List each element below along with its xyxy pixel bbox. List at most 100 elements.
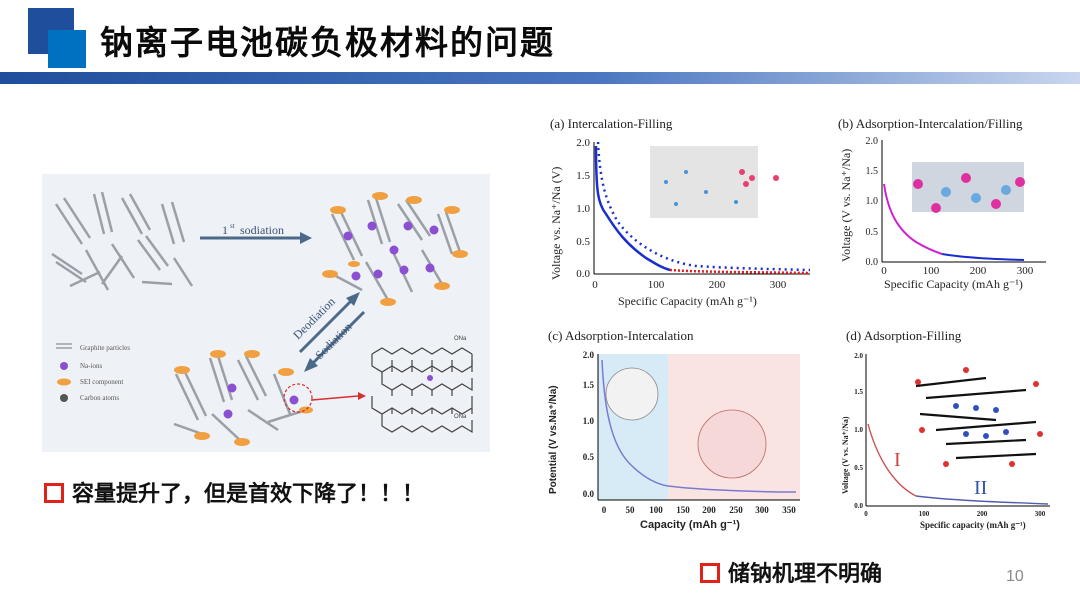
lattice-na-ion — [427, 375, 433, 381]
panel-b-series-magenta — [883, 183, 943, 255]
panel-c-structure-image-1 — [605, 367, 659, 421]
panel-b-ytick-4: 2.0 — [866, 136, 879, 147]
panel-d-series-region2 — [915, 495, 1049, 505]
panel-d-series-region1 — [867, 423, 917, 497]
ona-bottom-label: ONa — [454, 414, 467, 420]
panel-d-xlabel: Specific capacity (mAh g⁻¹) — [920, 520, 1026, 530]
bullet1-text: 容量提升了，但是首效下降了！！！ — [72, 482, 425, 507]
panel-b-ytick-0: 0.0 — [866, 257, 879, 268]
panel-a-series-solid-blue — [594, 145, 671, 272]
panel-d-xtick-2: 200 — [977, 510, 988, 518]
panel-c-ylabel: Potential (V vs.Na⁺/Na) — [548, 385, 559, 494]
panel-d-title: (d) Adsorption-Filling — [846, 328, 962, 343]
graphite-particles-cluster — [51, 191, 194, 291]
panel-a-xtick-1: 100 — [648, 279, 665, 291]
panel-b-xtick-2: 200 — [970, 265, 987, 277]
panel-d-xtick-3: 300 — [1035, 510, 1046, 518]
panel-d-red-dots — [915, 367, 1043, 467]
panel-a-xtick-2: 200 — [709, 279, 726, 291]
panel-a-series-red — [669, 268, 811, 275]
panel-c-xtick-7: 350 — [782, 505, 796, 515]
panel-c-xtick-3: 150 — [676, 505, 690, 515]
panel-d-ytick-3: 1.5 — [854, 388, 863, 396]
panel-c-xtick-2: 100 — [649, 505, 663, 515]
panel-d-ytick-0: 0.0 — [854, 502, 863, 510]
panel-d-xtick-0: 0 — [864, 510, 868, 518]
legend-label-sei: SEI component — [80, 378, 123, 386]
panel-c-ytick-2: 1.0 — [583, 416, 595, 426]
panel-c-ytick-3: 1.5 — [583, 380, 595, 390]
panel-c-ytick-1: 0.5 — [583, 452, 595, 462]
panel-a-ytick-4: 2.0 — [576, 137, 590, 149]
panel-d-ytick-4: 2.0 — [854, 352, 863, 360]
panel-d-chart: (d) Adsorption-Filling 0.0 0.5 1.0 1.5 2… — [841, 328, 1050, 530]
panel-b-ytick-1: 0.5 — [866, 227, 879, 238]
panel-a-red-dots — [739, 169, 779, 187]
sodiation-label: Sodiation — [312, 320, 354, 362]
panel-a-ytick-2: 1.0 — [576, 203, 590, 215]
panel-c-title: (c) Adsorption-Intercalation — [548, 328, 694, 343]
header-square-blue — [48, 30, 86, 68]
panel-d-region1-label: I — [894, 449, 901, 471]
panel-a-xtick-3: 300 — [770, 279, 787, 291]
arrow1-label-sup: st — [230, 222, 235, 230]
legend-na-ion-icon — [60, 362, 68, 370]
bullet2-text: 储钠机理不明确 — [728, 562, 883, 587]
bullet1-checkbox-icon — [44, 483, 64, 503]
panel-b-xtick-1: 100 — [923, 265, 940, 277]
panel-d-structure-image — [915, 376, 1037, 460]
sodiation-schematic: 1 st sodiation — [42, 174, 490, 452]
panel-b-ytick-2: 1.0 — [866, 196, 879, 207]
panel-b-magenta-dots — [913, 173, 1025, 213]
arrow1-label-text: sodiation — [240, 223, 284, 237]
panel-c-series — [601, 359, 797, 493]
page-number: 10 — [1006, 568, 1024, 585]
panel-d-ytick-1: 0.5 — [854, 464, 863, 472]
panel-d-ylabel: Voltage (V vs. Na⁺/Na) — [841, 416, 850, 494]
panel-c-xtick-4: 200 — [702, 505, 716, 515]
ona-top-label: ONa — [454, 336, 467, 342]
panel-a-ytick-0: 0.0 — [576, 268, 590, 280]
legend-graphite-icon — [56, 343, 72, 349]
bullet2-checkbox-icon — [700, 563, 720, 583]
panel-b-series-blue — [941, 253, 1025, 261]
panel-a-ytick-1: 0.5 — [576, 236, 590, 248]
carbon-lattice — [371, 347, 473, 434]
panel-b-xlabel: Specific Capacity (mAh g⁻¹) — [884, 277, 1023, 291]
panel-b-blue-dots — [941, 185, 1011, 203]
panel-a-xtick-0: 0 — [592, 279, 598, 291]
panel-a-title: (a) Intercalation-Filling — [550, 116, 673, 131]
panel-a-series-dotted-blue — [596, 141, 811, 272]
panel-a-chart: (a) Intercalation-Filling 0.0 0.5 1.0 1.… — [549, 116, 811, 308]
panel-a-blue-dots — [664, 170, 738, 206]
panel-b-xtick-3: 300 — [1017, 265, 1034, 277]
panel-a-ytick-3: 1.5 — [576, 170, 590, 182]
panel-b-title: (b) Adsorption-Intercalation/Filling — [838, 116, 1023, 131]
legend-carbon-icon — [60, 394, 68, 402]
panel-b-xtick-0: 0 — [881, 265, 887, 277]
panel-c-xlabel: Capacity (mAh g⁻¹) — [640, 519, 740, 531]
deodiation-sodiation-arrows — [298, 292, 366, 372]
panel-d-xtick-1: 100 — [919, 510, 930, 518]
page-title: 钠离子电池碳负极材料的问题 — [100, 23, 555, 62]
legend-label-graphite: Graphite particles — [80, 344, 130, 352]
panel-c-xtick-6: 300 — [755, 505, 769, 515]
legend-label-carbon: Carbon atoms — [80, 394, 119, 402]
legend-sei-icon — [57, 378, 71, 386]
panel-d-region2-label: II — [974, 477, 987, 499]
sodiation-arrowhead — [300, 232, 312, 244]
panel-a-xlabel: Specific Capacity (mAh g⁻¹) — [618, 294, 757, 308]
panel-c-xtick-1: 50 — [626, 505, 636, 515]
panel-c-xtick-5: 250 — [729, 505, 743, 515]
panel-b-ytick-3: 1.5 — [866, 166, 879, 177]
sodiated-graphite-cluster — [322, 192, 468, 306]
panel-c-ytick-4: 2.0 — [583, 350, 595, 360]
panel-c-ytick-0: 0.0 — [583, 489, 595, 499]
panel-d-blue-dots — [953, 403, 1009, 439]
panel-a-ylabel: Voltage vs. Na⁺/Na (V) — [549, 167, 563, 280]
panel-c-structure-image-2 — [697, 409, 767, 479]
legend-label-na-ions: Na-ions — [80, 362, 102, 370]
header-divider-bar — [0, 72, 1080, 84]
legend: Graphite particles Na-ions SEI component… — [56, 343, 130, 402]
panel-b-chart: (b) Adsorption-Intercalation/Filling 0.0… — [838, 116, 1046, 291]
